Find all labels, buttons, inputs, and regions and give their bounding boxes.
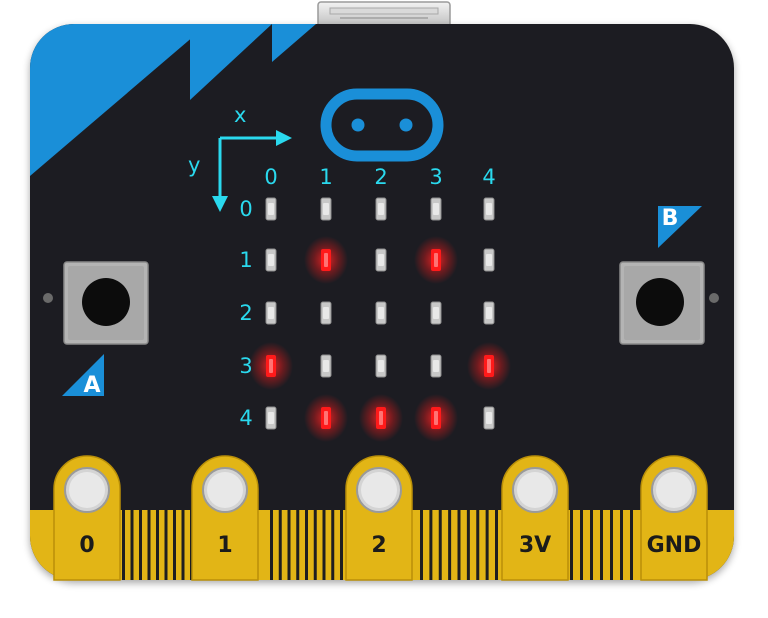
edge-gap-16	[331, 510, 335, 580]
edge-gap-15	[322, 510, 326, 580]
led-3-2	[375, 354, 387, 378]
led-4-3	[414, 394, 458, 442]
pin-label-3v: 3V	[519, 533, 551, 558]
button-a-label: A	[83, 373, 100, 398]
led-col-label-1: 1	[319, 165, 332, 189]
button-b[interactable]	[619, 261, 719, 345]
edge-gap-19	[429, 510, 433, 580]
pin-label-1: 1	[217, 533, 232, 558]
button-b-label: B	[662, 206, 679, 231]
edge-gap-6	[173, 510, 176, 580]
pin-label-gnd: GND	[647, 533, 702, 558]
led-4-1	[304, 394, 348, 442]
button-a-marker: A	[62, 354, 104, 398]
led-col-label-3: 3	[429, 165, 442, 189]
led-4-2	[359, 394, 403, 442]
pin-label-2: 2	[371, 533, 386, 558]
led-1-4	[483, 248, 495, 272]
led-col-label-0: 0	[264, 165, 277, 189]
pin-label-0: 0	[79, 533, 94, 558]
edge-gap-24	[476, 510, 480, 580]
led-row-label-4: 4	[239, 406, 252, 430]
pin-gnd[interactable]: GND	[640, 455, 708, 581]
edge-gap-0	[122, 510, 125, 580]
led-0-3	[430, 197, 442, 221]
microbit-logo-icon	[320, 88, 444, 162]
led-row-label-3: 3	[239, 354, 252, 378]
led-2-2	[375, 301, 387, 325]
led-1-1	[304, 236, 348, 284]
edge-gap-22	[457, 510, 461, 580]
edge-gap-33	[630, 510, 633, 580]
blue-corner-decoration	[30, 24, 316, 176]
led-4-4	[483, 406, 495, 430]
led-col-label-2: 2	[374, 165, 387, 189]
edge-gap-26	[495, 510, 498, 580]
led-3-3	[430, 354, 442, 378]
axis-x-label: x	[234, 103, 246, 127]
edge-gap-4	[156, 510, 159, 580]
edge-pins: 0 1 2 3V GND	[53, 455, 708, 581]
edge-gap-13	[305, 510, 308, 580]
led-row-label-1: 1	[239, 248, 252, 272]
led-2-1	[320, 301, 332, 325]
led-2-4	[483, 301, 495, 325]
button-a[interactable]	[43, 261, 149, 345]
pin-1[interactable]: 1	[191, 455, 259, 581]
edge-gap-23	[466, 510, 470, 580]
led-matrix	[249, 197, 511, 442]
edge-gap-3	[147, 510, 151, 580]
edge-gap-18	[420, 510, 423, 580]
edge-gap-14	[313, 510, 317, 580]
led-1-3	[414, 236, 458, 284]
edge-gap-20	[438, 510, 442, 580]
led-2-0	[265, 301, 277, 325]
edge-gap-31	[610, 510, 613, 580]
edge-gap-29	[590, 510, 593, 580]
led-3-4	[467, 342, 511, 390]
edge-gap-11	[287, 510, 291, 580]
pin-0[interactable]: 0	[53, 455, 121, 581]
edge-gap-32	[620, 510, 623, 580]
button-b-marker: B	[658, 206, 702, 248]
edge-gap-9	[270, 510, 273, 580]
led-3-1	[320, 354, 332, 378]
pin-3v[interactable]: 3V	[501, 455, 569, 581]
led-1-0	[265, 248, 277, 272]
edge-gap-5	[164, 510, 168, 580]
led-3-0	[249, 342, 293, 390]
led-col-label-4: 4	[482, 165, 495, 189]
edge-gap-10	[278, 510, 282, 580]
button-b-cap[interactable]	[636, 278, 684, 326]
led-0-1	[320, 197, 332, 221]
led-2-3	[430, 301, 442, 325]
led-4-0	[265, 406, 277, 430]
button-a-cap[interactable]	[82, 278, 130, 326]
led-column-labels: 0 1 2 3 4	[264, 165, 495, 189]
edge-gap-7	[181, 510, 185, 580]
axis-y-label: y	[188, 153, 200, 177]
led-row-label-2: 2	[239, 301, 252, 325]
edge-gap-25	[485, 510, 489, 580]
axis-indicator: x y	[188, 103, 292, 212]
edge-gap-30	[600, 510, 603, 580]
edge-gap-1	[130, 510, 134, 580]
edge-gap-28	[580, 510, 583, 580]
led-0-2	[375, 197, 387, 221]
edge-gap-21	[448, 510, 452, 580]
led-row-labels: 0 1 2 3 4	[239, 197, 252, 430]
led-0-0	[265, 197, 277, 221]
edge-gap-27	[570, 510, 573, 580]
led-0-4	[483, 197, 495, 221]
pin-2[interactable]: 2	[345, 455, 413, 581]
edge-gap-2	[139, 510, 142, 580]
led-1-2	[375, 248, 387, 272]
edge-gap-17	[340, 510, 343, 580]
usb-connector	[317, 1, 451, 31]
led-row-label-0: 0	[239, 197, 252, 221]
edge-gap-12	[296, 510, 300, 580]
